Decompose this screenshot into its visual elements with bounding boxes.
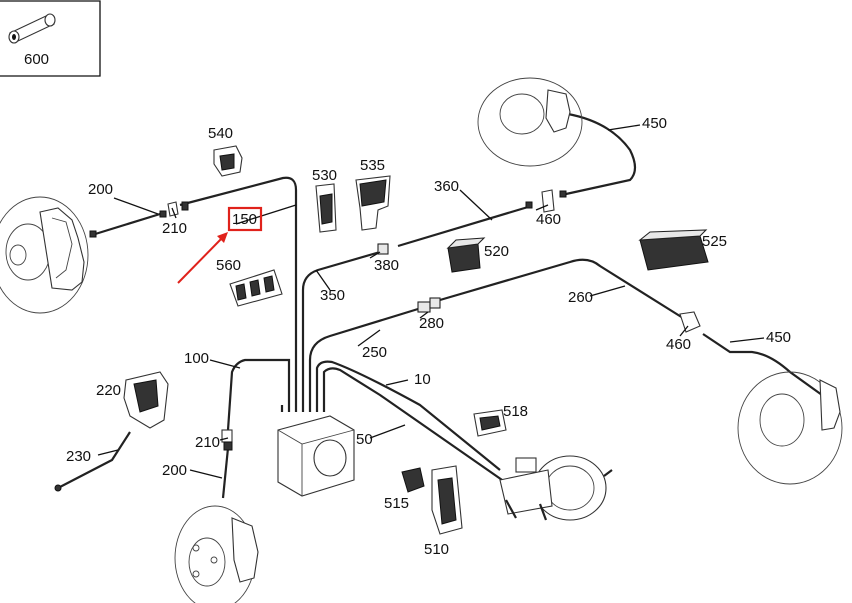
label-520[interactable]: 520 [484,243,509,260]
rear-right-disc [737,371,843,485]
label-600[interactable]: 600 [24,51,49,68]
highlight-annotation [177,206,263,284]
label-530[interactable]: 530 [312,167,337,184]
label-515[interactable]: 515 [384,495,409,512]
label-525[interactable]: 525 [702,233,727,250]
label-540[interactable]: 540 [208,125,233,142]
abs-unit [277,415,355,497]
label-380[interactable]: 380 [374,257,399,274]
label-100[interactable]: 100 [184,350,209,367]
label-460-top[interactable]: 460 [536,211,561,228]
master-cylinder [499,455,613,521]
inset-box-600 [0,0,101,77]
label-210-left[interactable]: 210 [162,220,187,237]
label-230[interactable]: 230 [66,448,91,465]
rear-left-disc [174,505,259,603]
label-200-left[interactable]: 200 [88,181,113,198]
label-510[interactable]: 510 [424,541,449,558]
fittings [89,189,701,451]
part-560-clip [229,269,283,307]
label-50[interactable]: 50 [356,431,373,448]
label-450-top[interactable]: 450 [642,115,667,132]
label-210-bottom[interactable]: 210 [195,434,220,451]
front-right-disc [477,77,583,167]
highlight-box [227,206,263,232]
label-535[interactable]: 535 [360,157,385,174]
front-left-disc [0,196,89,314]
brake-pipes [91,112,823,499]
part-230-rod [54,431,131,492]
part-530-clip [315,183,337,233]
label-150[interactable]: 150 [232,211,257,228]
part-535-clip [355,175,391,231]
label-450-right[interactable]: 450 [766,329,791,346]
label-260[interactable]: 260 [568,289,593,306]
part-540-clip [213,145,243,177]
part-510-bracket [431,465,463,535]
part-515-sensor [401,467,425,493]
highlight-arrowhead [217,232,228,243]
label-220[interactable]: 220 [96,382,121,399]
label-250[interactable]: 250 [362,344,387,361]
label-518[interactable]: 518 [503,403,528,420]
highlight-arrow [177,235,225,284]
part-525-module [638,229,709,271]
part-labels: 600 540 530 535 360 450 200 210 150 560 … [24,51,791,558]
label-560[interactable]: 560 [216,257,241,274]
label-200-bottom[interactable]: 200 [162,462,187,479]
label-10[interactable]: 10 [414,371,431,388]
label-360[interactable]: 360 [434,178,459,195]
label-460-right[interactable]: 460 [666,336,691,353]
part-220-bracket [123,371,169,429]
leader-lines [97,124,765,479]
sleeve-icon [8,13,56,44]
part-518-connector [473,409,507,437]
label-350[interactable]: 350 [320,287,345,304]
label-280[interactable]: 280 [419,315,444,332]
part-520-module [446,237,486,273]
